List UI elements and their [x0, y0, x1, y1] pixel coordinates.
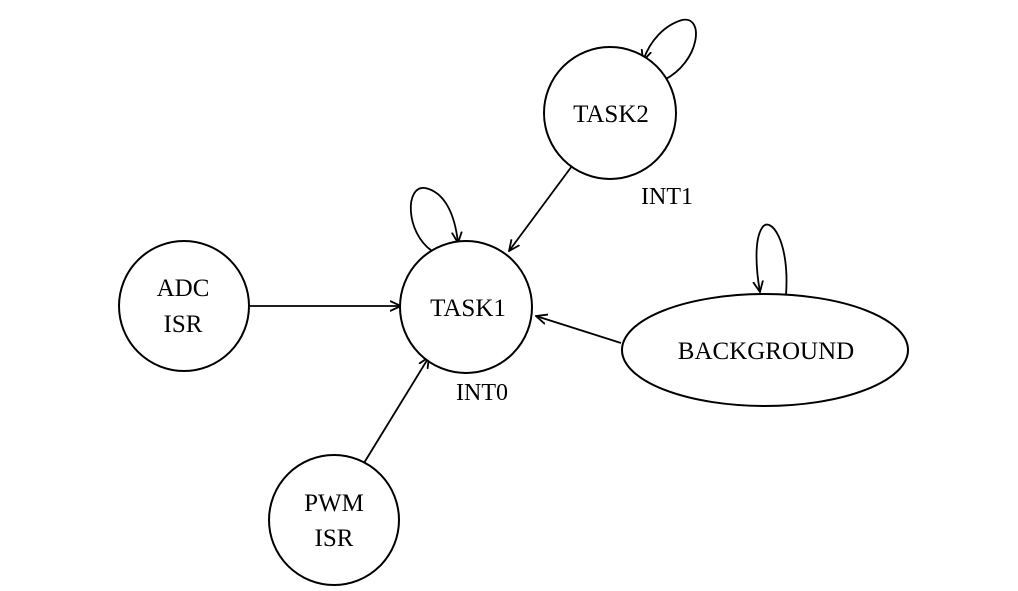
self-loop-background: [757, 223, 788, 296]
node-task2-label: TASK2: [573, 101, 649, 128]
node-pwm-isr: PWM ISR: [268, 454, 400, 586]
self-loop-task2: [643, 18, 697, 81]
annotation-int1: INT1: [641, 184, 693, 210]
node-task1: TASK1: [399, 240, 533, 374]
node-background-label: BACKGROUND: [678, 338, 854, 365]
node-task1-label: TASK1: [430, 295, 506, 322]
node-adc-label-line1: ADC: [157, 275, 210, 302]
node-pwm-label-line1: PWM: [304, 490, 364, 517]
edge-task2-to-task1: [509, 165, 573, 251]
self-loop-task1: [409, 187, 458, 252]
node-background: BACKGROUND: [621, 293, 909, 407]
edge-background-to-task1: [536, 316, 622, 344]
edge-pwm-to-task1: [363, 357, 429, 464]
node-adc-label-line2: ISR: [164, 311, 203, 338]
annotation-int0: INT0: [456, 380, 508, 406]
node-adc-isr: ADC ISR: [118, 240, 250, 372]
node-pwm-label-line2: ISR: [315, 525, 354, 552]
node-task2: TASK2: [543, 46, 677, 180]
